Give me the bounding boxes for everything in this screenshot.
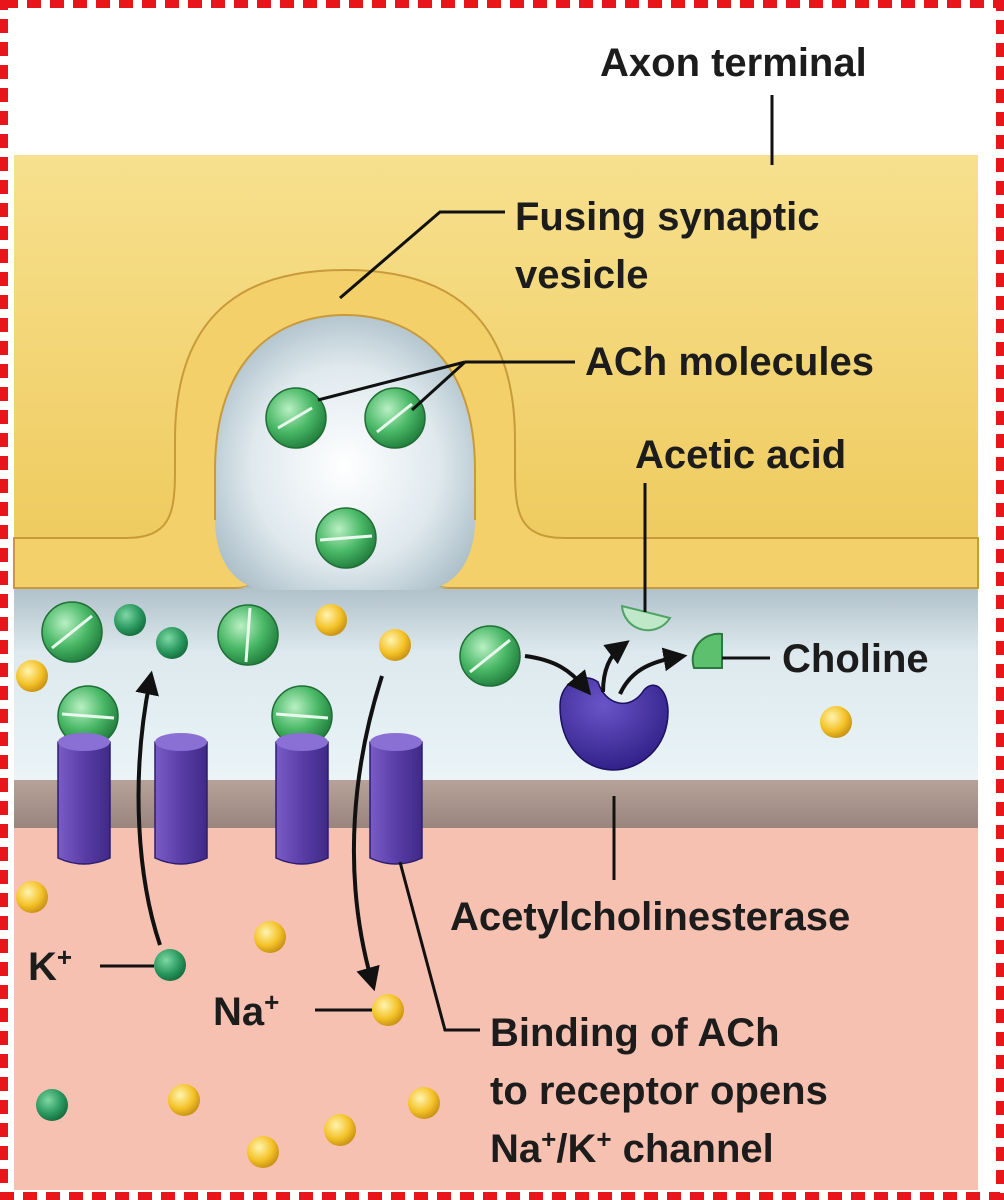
ach-molecule (41, 601, 103, 663)
na-ion (168, 1084, 200, 1116)
binding-k-charge: + (596, 1124, 611, 1154)
acetylcholinesterase-enzyme (559, 677, 669, 771)
k-flow-arrow (135, 670, 162, 946)
k-ion (114, 604, 146, 636)
k-ion-symbol: K (28, 945, 57, 989)
binding-k-text: /K (556, 1127, 596, 1171)
muscle-fiber-region (14, 828, 978, 1190)
reaction-arrow-in (524, 654, 592, 696)
vesicle-inner-edge (214, 313, 476, 520)
ach-molecule (459, 625, 521, 687)
binding-na-text: Na (490, 1127, 542, 1171)
k-ion-charge: + (57, 942, 72, 972)
fusing-vesicle-label-line1: Fusing synaptic (515, 195, 820, 239)
acetic-acid-label: Acetic acid (635, 433, 846, 477)
ach-molecule (217, 604, 279, 666)
na-ion (16, 660, 48, 692)
binding-label-line2: to receptor opens (490, 1069, 828, 1113)
na-flow-arrow (351, 675, 384, 992)
na-ion (324, 1114, 356, 1146)
k-ion-label: K+ (28, 942, 72, 989)
na-ion (247, 1136, 279, 1168)
vesicle-interior (215, 315, 475, 590)
ach-molecule (315, 507, 377, 569)
ach-molecules-label: ACh molecules (585, 340, 874, 384)
axon-terminal-label: Axon terminal (600, 41, 867, 85)
na-ion-charge: + (264, 987, 279, 1017)
acetic-acid-fragment (620, 604, 672, 632)
receptor-channel-right (275, 733, 423, 865)
k-ion (156, 627, 188, 659)
reaction-arrow-out-1 (601, 640, 630, 693)
ach-molecule (265, 387, 327, 449)
reaction-arrow-out-2 (618, 647, 688, 695)
na-ion (379, 629, 411, 661)
na-ion-label: Na+ (213, 987, 279, 1034)
k-ion (154, 949, 186, 981)
ach-molecule (364, 387, 426, 449)
na-ion (820, 706, 852, 738)
choline-label: Choline (782, 637, 929, 681)
fusing-vesicle-label-line2: vesicle (515, 253, 648, 297)
binding-label-line1: Binding of ACh (490, 1011, 780, 1055)
binding-na-charge: + (541, 1124, 556, 1154)
k-ion (36, 1089, 68, 1121)
na-ion (254, 921, 286, 953)
choline-fragment (691, 632, 723, 669)
leader-lines (100, 95, 774, 1032)
na-ion-symbol: Na (213, 990, 265, 1034)
receptor-channel-left (57, 733, 208, 865)
binding-channel-text: channel (612, 1127, 774, 1171)
na-ion (408, 1087, 440, 1119)
acetylcholinesterase-label: Acetylcholinesterase (450, 895, 850, 939)
na-ion (372, 994, 404, 1026)
binding-label-line3: Na+/K+ channel (490, 1124, 774, 1171)
na-ion (315, 604, 347, 636)
na-ion (16, 881, 48, 913)
